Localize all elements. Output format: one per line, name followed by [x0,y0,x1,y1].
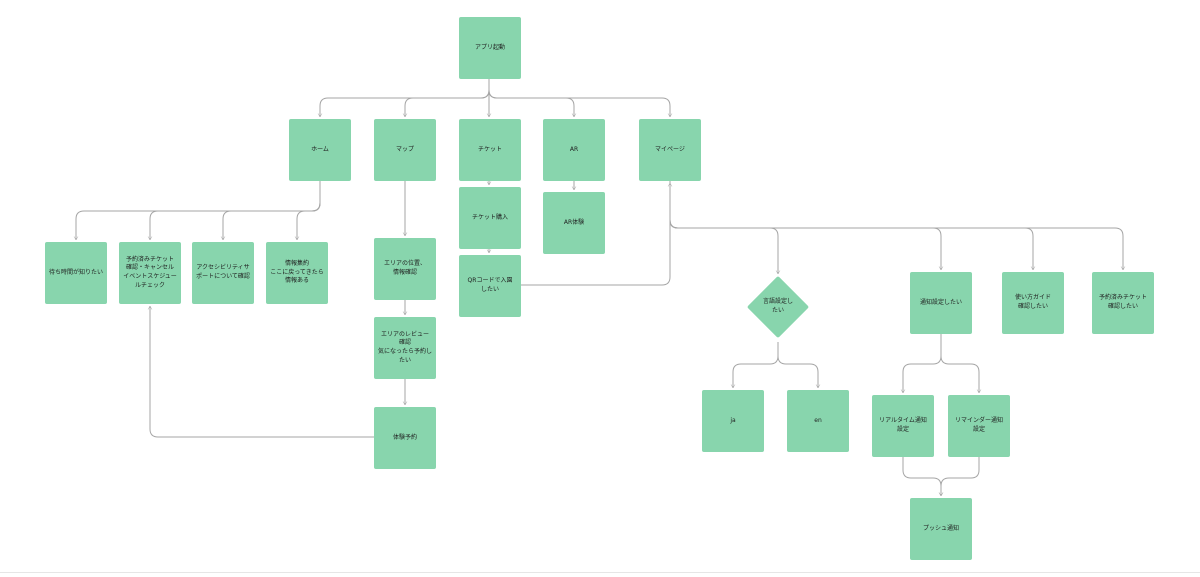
node-qr-entry[interactable]: QRコードで入園 したい [459,255,521,317]
node-reserved-ticket-check[interactable]: 予約済みチケット 確認・キャンセル イベントスケジュー ルチェック [119,242,181,304]
node-language-setting[interactable]: 言語設定し たい [746,275,810,339]
edge-reminder-push [938,457,980,497]
node-ar[interactable]: AR [543,119,605,181]
edge-notification-reminder [940,334,982,394]
edge-launch-mypage [488,79,673,118]
node-mypage[interactable]: マイページ [639,119,701,181]
node-area-review[interactable]: エリアのレビュー 確認 気になったら予約し たい [374,317,436,379]
edge-mypage-guide [669,181,1036,271]
node-ticket-purchase[interactable]: チケット購入 [459,187,521,249]
node-usage-guide[interactable]: 使い方ガイド 確認したい [1002,272,1064,334]
node-ar-experience[interactable]: AR体験 [543,192,605,254]
edge-mypage-notification [669,181,944,271]
edge-booking-reserved [147,305,374,438]
edge-mypage-reserved-confirm [669,181,1126,271]
node-realtime-notification[interactable]: リアルタイム通知 設定 [872,395,934,457]
node-map[interactable]: マップ [374,119,436,181]
node-push-notification[interactable]: プッシュ通知 [910,498,972,560]
decision-label: 言語設定し たい [762,298,793,314]
edge-language-en [777,342,821,389]
node-accessibility[interactable]: アクセシビリティサ ポートについて確認 [192,242,254,304]
node-wait-time[interactable]: 待ち時間が知りたい [45,242,107,304]
node-lang-en[interactable]: en [787,390,849,452]
canvas-bottom-divider [0,572,1200,573]
edge-realtime-push [902,457,944,497]
node-reminder-notification[interactable]: リマインダー通知 設定 [948,395,1010,457]
edge-notification-realtime [900,334,942,394]
edge-qr-mypage [520,182,673,286]
node-experience-booking[interactable]: 体験予約 [374,407,436,469]
node-notification-setting[interactable]: 通知設定したい [910,272,972,334]
node-app-launch[interactable]: アプリ起動 [459,17,521,79]
edge-language-ja [730,342,779,389]
node-lang-ja[interactable]: ja [702,390,764,452]
node-info-summary[interactable]: 情報集約 ここに戻ってきたら 情報ある [266,242,328,304]
node-ticket[interactable]: チケット [459,119,521,181]
node-area-location[interactable]: エリアの位置、 情報確認 [374,238,436,300]
edge-home-info [294,181,321,241]
node-reserved-ticket-confirm[interactable]: 予約済みチケット 確認したい [1092,272,1154,334]
edge-launch-map [402,79,490,118]
node-home[interactable]: ホーム [289,119,351,181]
